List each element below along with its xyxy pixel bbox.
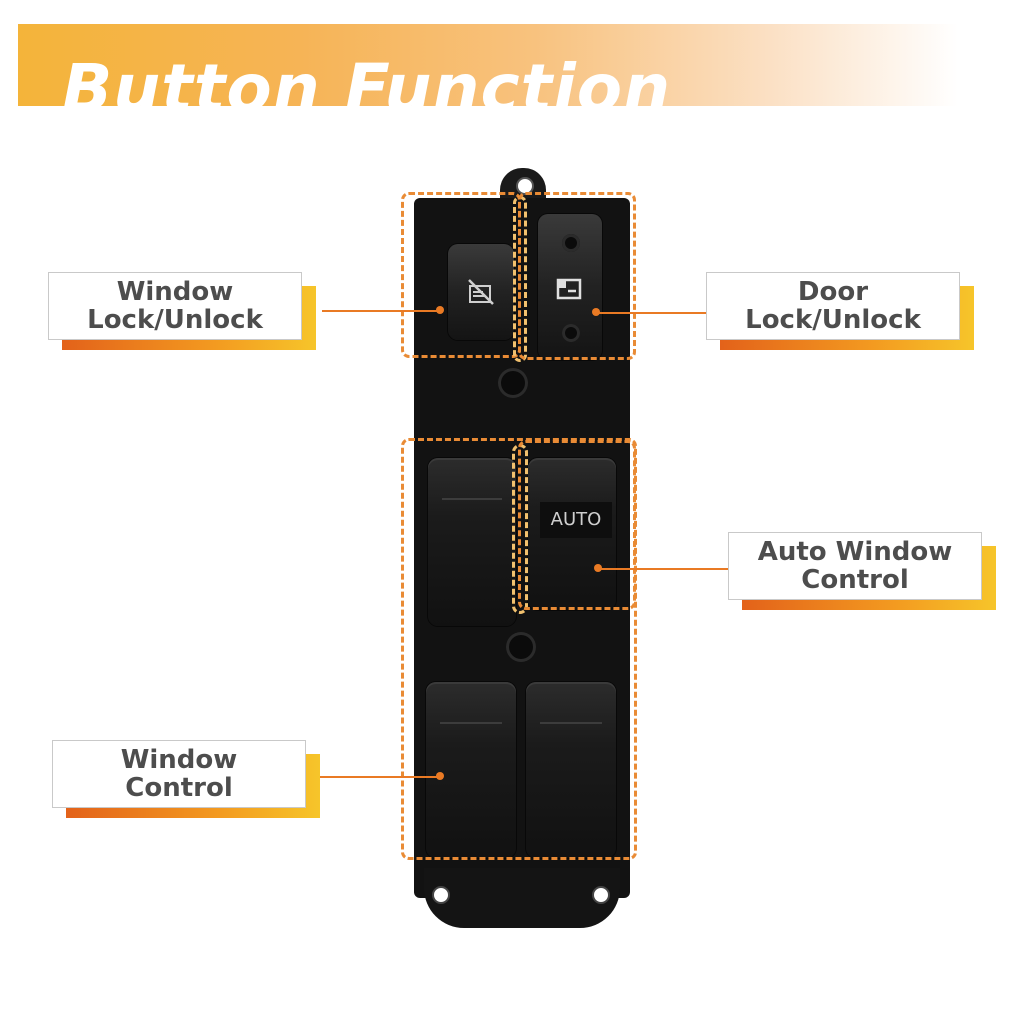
rear-right-window-button[interactable] (526, 682, 616, 858)
door-lock-leader (596, 312, 706, 314)
door-lock-lower-dimple (562, 324, 580, 342)
bottom-mount-tabs (424, 868, 620, 928)
rear-left-window-button[interactable] (426, 682, 516, 858)
door-lock-label-text: Door Lock/Unlock (745, 277, 921, 335)
key-ridge (440, 722, 502, 724)
key-ridge (540, 722, 602, 724)
title-banner: Button Function (18, 24, 958, 127)
window-control-leader-dot (436, 772, 444, 780)
window-control-frame (401, 438, 637, 860)
auto-window-leader (598, 568, 728, 570)
upper-screw-hole (498, 368, 528, 398)
mount-hole (592, 886, 610, 904)
door-lock-button[interactable] (538, 214, 602, 360)
auto-window-leader-dot (594, 564, 602, 572)
driver-window-button[interactable] (428, 458, 516, 626)
window-lock-button[interactable] (448, 244, 514, 340)
door-lock-frame (518, 192, 636, 360)
auto-window-label: Auto Window Control (728, 532, 996, 610)
door-lock-upper-dimple (562, 234, 580, 252)
window-control-leader (320, 776, 440, 778)
window-lock-frame (401, 192, 521, 358)
auto-key-label: AUTO (540, 502, 612, 538)
mount-hole (432, 886, 450, 904)
door-lock-leader-dot (592, 308, 600, 316)
window-control-label: Window Control (52, 740, 320, 818)
auto-window-label-text: Auto Window Control (757, 537, 953, 595)
page-title: Button Function (62, 50, 672, 127)
window-lock-label: Window Lock/Unlock (48, 272, 316, 350)
auto-window-frame (518, 440, 636, 610)
door-lock-icon (556, 278, 582, 300)
window-lock-leader-dot (436, 306, 444, 314)
key-ridge (442, 498, 502, 500)
window-lock-label-text: Window Lock/Unlock (87, 277, 263, 335)
window-switch-panel: AUTO (414, 168, 630, 928)
window-control-label-text: Window Control (120, 745, 238, 803)
auto-window-button[interactable]: AUTO (528, 458, 616, 610)
middle-screw-hole (506, 632, 536, 662)
window-lock-icon (468, 279, 494, 305)
door-lock-label: Door Lock/Unlock (706, 272, 974, 350)
window-lock-leader (322, 310, 440, 312)
